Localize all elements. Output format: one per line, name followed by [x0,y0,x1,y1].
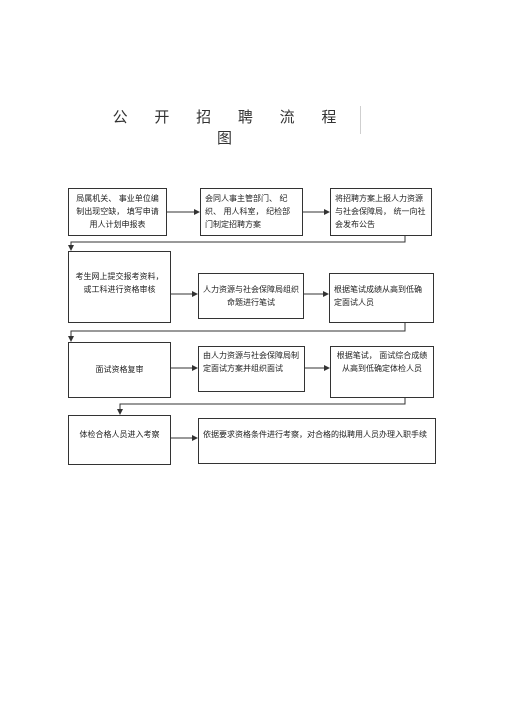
step-11-box: 依据要求资格条件进行考察，对合格的拟聘用人员办理入职手续 [198,418,436,464]
step-3-box: 将招聘方案上报人力资源与社会保障局， 统一向社会发布公告 [330,188,432,236]
step-10-text: 体检合格人员进入考察 [79,430,160,439]
step-1-text: 局属机关、 事业单位编制出现空缺， 填写申请用人计划申报表 [76,194,159,229]
step-10-box: 体检合格人员进入考察 [68,415,171,465]
step-8-text: 由人力资源与社会保障局制定面试方案并组织面试 [203,351,299,373]
step-1-box: 局属机关、 事业单位编制出现空缺， 填写申请用人计划申报表 [68,188,167,236]
step-7-text: 面试资格复审 [95,365,144,374]
step-6-box: 根据笔试成绩从高到低确定面试人员 [329,273,434,323]
step-3-text: 将招聘方案上报人力资源与社会保障局， 统一向社会发布公告 [335,194,426,229]
step-7-box: 面试资格复审 [68,342,171,398]
page-title: 公 开 招 聘 流 程 图 [112,108,348,147]
connector-row1-row2 [68,236,406,251]
connector-row3-row4 [117,398,406,415]
step-11-text: 依据要求资格条件进行考察，对合格的拟聘用人员办理入职手续 [203,430,427,439]
step-2-text: 会同人事主管部门、 纪 织、 用人科室， 纪检部门制定招聘方案 [205,194,291,229]
step-9-text: 根据笔试， 面试综合成绩从高到低确定体检人员 [336,351,428,373]
step-6-text: 根据笔试成绩从高到低确定面试人员 [334,285,422,307]
connector-row2-row3 [68,323,406,342]
step-5-text: 人力资源与社会保障局组织命题进行笔试 [203,285,299,307]
title-divider [360,106,361,134]
step-9-box: 根据笔试， 面试综合成绩从高到低确定体检人员 [330,346,434,398]
step-5-box: 人力资源与社会保障局组织命题进行笔试 [198,273,304,319]
step-4-text: 考生网上提交报考资料，或工科进行资格审核 [75,272,164,294]
step-2-box: 会同人事主管部门、 纪 织、 用人科室， 纪检部门制定招聘方案 [200,188,303,236]
step-8-box: 由人力资源与社会保障局制定面试方案并组织面试 [198,346,305,392]
step-4-box: 考生网上提交报考资料，或工科进行资格审核 [68,251,171,323]
